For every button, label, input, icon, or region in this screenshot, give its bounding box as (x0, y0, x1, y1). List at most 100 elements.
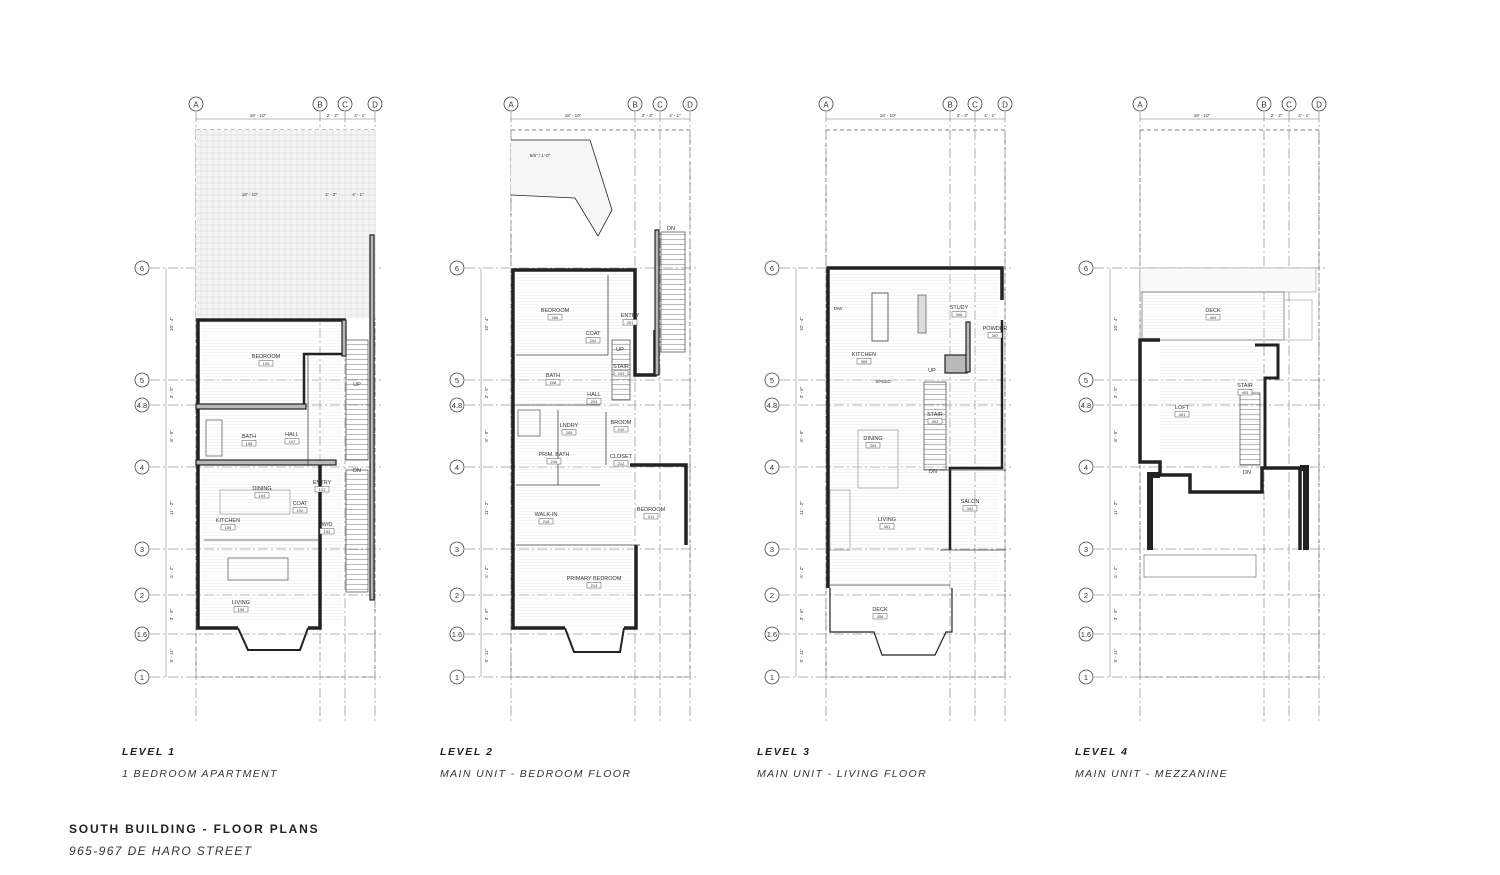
grid-label-row: 1 (1084, 673, 1088, 682)
grid-bubble-row (134, 587, 150, 603)
grid-bubble-row (1078, 397, 1094, 413)
grid-bubble-column (1311, 96, 1327, 112)
grid-bubble-column (652, 96, 668, 112)
level-subtitle: 1 BEDROOM APARTMENT (122, 768, 278, 780)
room-number: 201 (627, 320, 634, 325)
room-name: COAT (586, 331, 602, 337)
stair-run (1239, 392, 1261, 466)
room-number: 403 (1242, 390, 1249, 395)
exterior-wall (826, 266, 1004, 588)
room-number: 106 (238, 607, 245, 612)
sheet-title-block: SOUTH BUILDING - FLOOR PLANS 965-967 DE … (69, 822, 319, 858)
room-number: 211 (648, 514, 655, 519)
room-number: 303 (932, 419, 939, 424)
dimension-text: 2' - 3" (325, 192, 337, 197)
dimension-text: 2' - 3" (327, 113, 339, 118)
grid-bubble-column (967, 96, 983, 112)
stair-direction: DN (929, 469, 937, 475)
grid-bubble-row (764, 459, 780, 475)
grid-bubble-column (997, 96, 1013, 112)
room-name: LIVING (878, 517, 896, 523)
grid-label-row: 4.8 (1081, 401, 1091, 410)
kitchen-island (227, 557, 289, 581)
exterior-wall (308, 465, 322, 630)
grid-bubble-row (764, 587, 780, 603)
dimension-text: 10' - 4" (484, 317, 489, 331)
roof-deck-edge (510, 139, 613, 237)
dimension-text: 5' - 11" (484, 648, 489, 662)
grid-bubble-column (367, 96, 383, 112)
room-name: HALL (587, 392, 601, 398)
grid-bubble-column (1132, 96, 1148, 112)
exterior-wall (1147, 472, 1160, 550)
room-number: 218 (543, 519, 550, 524)
room-name: KITCHEN (216, 518, 240, 524)
grid-label-row: 6 (140, 264, 144, 273)
dimension-text: 2' - 3" (957, 113, 969, 118)
grid-bubble-row (449, 541, 465, 557)
grid-label-row: 6 (455, 264, 459, 273)
grid-label-row: 5 (1084, 376, 1088, 385)
room-number: 202 (590, 338, 597, 343)
room-number: 301 (884, 524, 891, 529)
grid-bubble-column (942, 96, 958, 112)
dimension-text: 5' - 11" (169, 648, 174, 662)
deck-railing (1283, 299, 1313, 341)
grid-label-column: D (1316, 101, 1322, 110)
room-tag (586, 398, 602, 405)
grid-bubble-row (764, 541, 780, 557)
bay-window (237, 627, 309, 651)
room-tag (951, 311, 967, 318)
room-number: 109 (263, 361, 270, 366)
stair-direction: DN (353, 468, 361, 474)
room-name: ENTRY (621, 313, 640, 319)
stair-run (923, 381, 947, 471)
level-title: LEVEL 2 (440, 746, 494, 758)
dimension-text: 3' - 5" (1113, 386, 1118, 398)
grid-label-row: 5 (455, 376, 459, 385)
grid-bubble-row (1078, 260, 1094, 276)
dimension-text: 3' - 5" (169, 386, 174, 398)
grid-label-row: 4 (140, 463, 144, 472)
level-4-caption: LEVEL 4 MAIN UNIT - MEZZANINE (1075, 746, 1228, 780)
roof-below (1139, 267, 1317, 293)
room-tag (220, 524, 236, 531)
paved-yard (196, 130, 376, 318)
deck-outline (829, 588, 953, 656)
grid-bubble-row (134, 626, 150, 642)
bay-window (564, 627, 625, 653)
dimension-text: 5' - 11" (799, 648, 804, 662)
room-number: 102 (297, 508, 304, 513)
room-number: 308 (877, 614, 884, 619)
grid-label-row: 2 (770, 591, 774, 600)
dimension-text: 18' - 10" (1194, 113, 1211, 118)
room-number: 105 (225, 525, 232, 530)
grid-bubble-row (1078, 459, 1094, 475)
dining-table (857, 429, 899, 489)
room-number: 401 (1179, 412, 1186, 417)
grid-bubble-row (1078, 372, 1094, 388)
room-tag (856, 358, 872, 365)
room-name: HALL (285, 432, 299, 438)
room-tag (314, 486, 330, 493)
grid-bubble-row (449, 669, 465, 685)
stair-run (345, 469, 369, 593)
counter (917, 294, 927, 334)
appliance-label: D/W (834, 306, 844, 311)
room-name: DECK (872, 607, 888, 613)
stair-run (660, 231, 686, 353)
room-number: 404 (1210, 315, 1217, 320)
grid-bubble-row (764, 626, 780, 642)
grid-label-row: 4.8 (137, 401, 147, 410)
wall (341, 319, 347, 357)
level-title: LEVEL 4 (1075, 746, 1129, 758)
grid-label-column: D (372, 101, 378, 110)
room-number: 101 (319, 487, 326, 492)
dimension-text: 4' - 1" (669, 113, 681, 118)
interior-wall (302, 352, 344, 408)
grid-label-column: B (632, 101, 637, 110)
grid-label-column: C (972, 101, 978, 110)
dimension-text: 2' - 3" (1271, 113, 1283, 118)
dimension-text: 10' - 4" (1113, 317, 1118, 331)
